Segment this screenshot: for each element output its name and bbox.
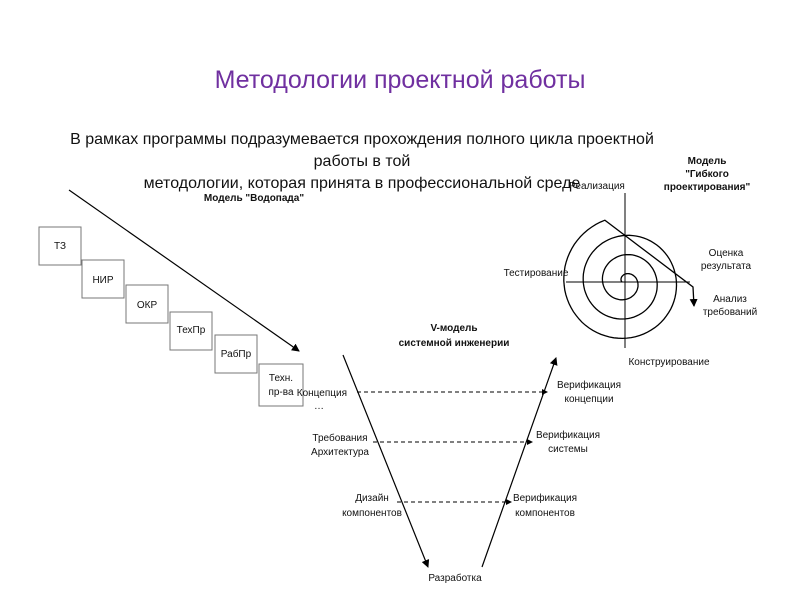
v-left-requirements-1: Требования (312, 432, 367, 444)
spiral-label-analysis-2: требований (703, 306, 757, 318)
spiral-label-analysis-1: Анализ (713, 294, 747, 305)
v-model-right-arrow (481, 357, 558, 568)
spiral-title-1: Модель (688, 156, 727, 167)
spiral-label-implementation: Реализация (569, 181, 625, 192)
spiral-curve (563, 219, 698, 340)
spiral-label-construction: Конструирование (628, 357, 710, 368)
waterfall-step-label: НИР (92, 275, 113, 286)
waterfall-step-label-2: пр-ва (268, 387, 294, 398)
intro-text: В рамках программы подразумевается прохо… (42, 129, 682, 195)
waterfall-step-label-1: Техн. (269, 373, 293, 384)
spiral-title-2: "Гибкого (685, 168, 729, 180)
waterfall-title: Модель "Водопада" (204, 193, 304, 204)
v-left-design-2: компонентов (342, 508, 402, 519)
v-model: V-модель системной инженерии Концепция …… (297, 323, 621, 584)
waterfall-step-rabpr: РабПр (214, 334, 258, 374)
waterfall-arrow (68, 189, 300, 352)
v-right-components-2: компонентов (515, 508, 575, 519)
waterfall-step-okr: ОКР (125, 284, 169, 324)
v-right-concept-2: концепции (564, 394, 613, 405)
v-left-design-1: Дизайн (355, 493, 389, 504)
spiral-label-evaluation-2: результата (701, 261, 752, 272)
spiral-model: Модель "Гибкого проектирования" Реализац… (504, 156, 758, 368)
waterfall-step-label: РабПр (221, 348, 252, 360)
waterfall-step-tz: ТЗ (38, 226, 82, 266)
waterfall-step-label: ОКР (137, 300, 158, 311)
v-left-concept-2: … (314, 401, 324, 412)
v-bottom-development: Разработка (428, 572, 482, 584)
spiral-label-testing: Тестирование (504, 268, 569, 279)
waterfall-step-nir: НИР (81, 259, 125, 299)
spiral-title-3: проектирования" (664, 182, 751, 193)
v-model-left-arrow (342, 354, 430, 568)
v-model-title-2: системной инженерии (399, 338, 510, 349)
slide-title: Методологии проектной работы (214, 66, 586, 94)
v-right-system-1: Верификация (536, 429, 600, 441)
waterfall-model: Модель "Водопада" ТЗ НИР ОКР ТехПр РабПр… (38, 189, 304, 407)
waterfall-step-tech-production: Техн. пр-ва (258, 363, 304, 407)
waterfall-step-label: ТехПр (177, 325, 206, 336)
v-left-concept-1: Концепция (297, 388, 347, 399)
waterfall-step-techpr: ТехПр (169, 311, 213, 351)
spiral-label-evaluation-1: Оценка (709, 248, 744, 259)
v-right-system-2: системы (548, 444, 588, 455)
v-left-requirements-2: Архитектура (311, 447, 369, 458)
v-right-concept-1: Верификация (557, 379, 621, 391)
waterfall-step-label: ТЗ (54, 241, 66, 252)
intro-line-2: методологии, которая принята в профессио… (143, 175, 581, 192)
v-model-title-1: V-модель (430, 323, 477, 334)
v-right-components-1: Верификация (513, 492, 577, 504)
intro-line-1: В рамках программы подразумевается прохо… (70, 131, 654, 170)
